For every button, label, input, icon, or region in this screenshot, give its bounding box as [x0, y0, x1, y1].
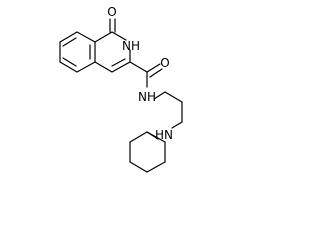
ring-nitrogen-label: NH — [122, 39, 140, 53]
bond-benzo-1 — [59, 31, 78, 43]
diagram-background — [0, 0, 300, 200]
bond-amide-carbon-o-double — [149, 68, 163, 78]
bond-cyclohexyl-6 — [146, 131, 166, 143]
bond-c1-c8a — [94, 31, 113, 43]
bond-cyclohexyl-1 — [129, 131, 148, 143]
bond-benzo-1-inner — [62, 37, 77, 47]
amide-carbonyl-oxygen-label: O — [160, 56, 169, 70]
bond-c3-c4-inner — [111, 58, 126, 67]
bond-benzo-2 — [76, 31, 96, 43]
bond-cyclohexyl-3 — [129, 161, 148, 173]
bond-amide-n-ch2-1 — [153, 91, 166, 100]
amine-nitrogen-label: HN — [155, 128, 173, 142]
bond-c3-amide-carbon — [129, 61, 148, 73]
amide-nitrogen-label: NH — [138, 90, 156, 104]
bond-benzo-4 — [76, 61, 96, 73]
bond-c3-c4 — [111, 61, 131, 73]
bond-layer — [59, 18, 183, 173]
bond-cyclohexyl-4 — [146, 161, 166, 173]
molecule-structure-diagram: O NH O NH HN — [0, 0, 300, 200]
carbonyl-oxygen-label: O — [107, 5, 116, 19]
bond-amide-carbon-o — [146, 63, 161, 73]
bond-ch2-1-ch2-2 — [164, 91, 183, 103]
bond-c1-n2 — [111, 31, 127, 41]
bond-benzo-5-inner — [62, 57, 77, 67]
bond-c4-c4a — [94, 61, 113, 73]
atom-label-layer: O NH O NH HN — [107, 5, 173, 142]
bond-benzo-5 — [59, 61, 78, 73]
bond-ch2-3-amine-n — [171, 121, 183, 129]
